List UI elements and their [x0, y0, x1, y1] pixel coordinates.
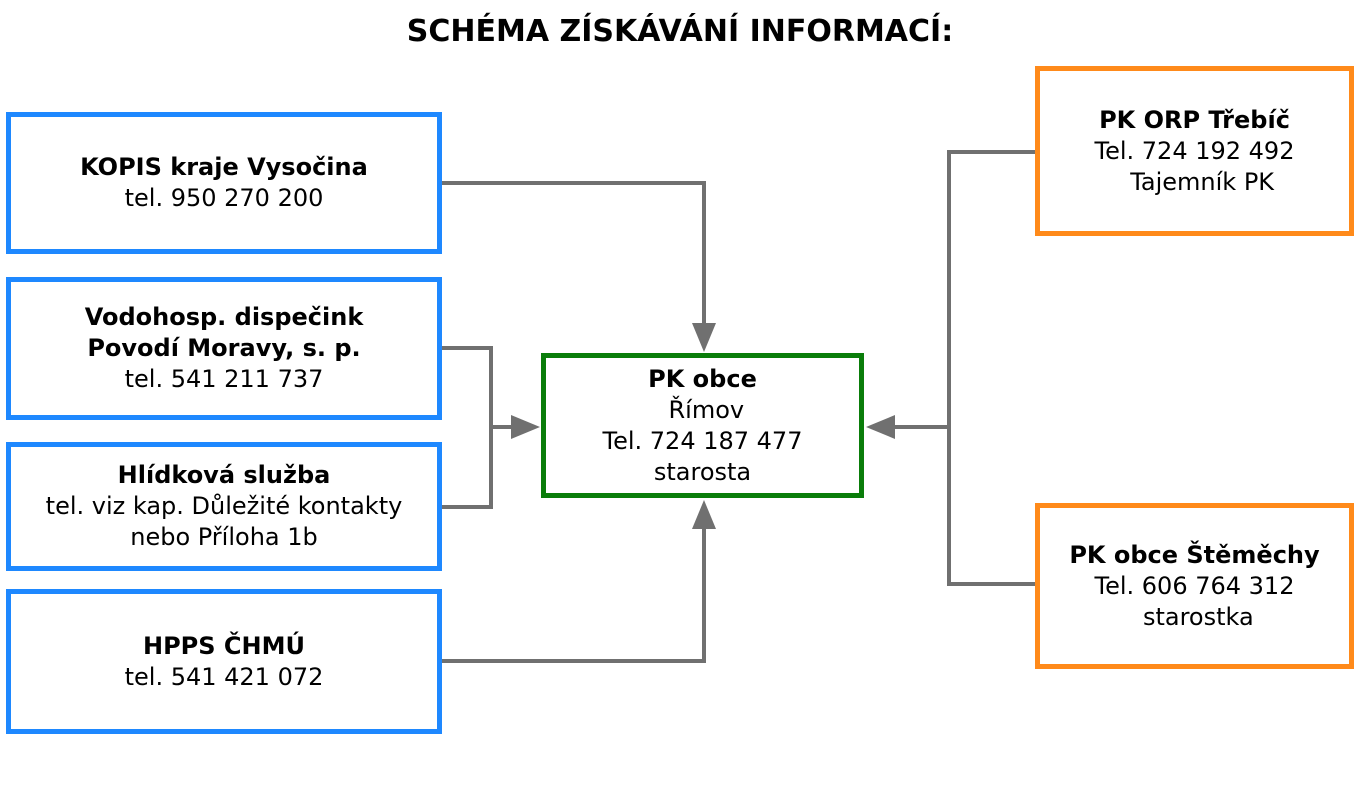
diagram-title: SCHÉMA ZÍSKÁVÁNÍ INFORMACÍ:: [406, 14, 954, 49]
node-hpps-name: HPPS ČHMÚ: [143, 631, 305, 660]
node-vodohosp-name-2: Povodí Moravy, s. p.: [87, 334, 361, 362]
node-hlidka-line-2: nebo Příloha 1b: [130, 523, 318, 551]
edge-hpps-to-center: [442, 526, 706, 663]
node-stemechy-name: PK obce Štěměchy: [1069, 540, 1320, 569]
node-vodohosp: Vodohosp. dispečink Povodí Moravy, s. p.…: [6, 277, 442, 420]
node-hpps-phone: tel. 541 421 072: [124, 662, 324, 691]
edge-vodohosp-to-center: [442, 346, 493, 509]
node-orp-name: PK ORP Třebíč: [1099, 105, 1290, 134]
arrowhead-bottom: [692, 500, 716, 529]
node-orp-role: Tajemník PK: [1114, 167, 1275, 196]
node-vodohosp-name-1: Vodohosp. dispečink: [84, 303, 364, 331]
node-kopis: KOPIS kraje Vysočina tel. 950 270 200: [6, 112, 442, 254]
arrowhead-right: [866, 415, 895, 439]
node-center-role: starosta: [653, 457, 752, 486]
node-center: PK obce Římov Tel. 724 187 477 starosta: [541, 353, 864, 498]
edge-kopis-to-center: [442, 181, 706, 326]
node-hlidka-name: Hlídková služba: [117, 461, 331, 489]
edge-orp-to-center: [947, 150, 1035, 586]
node-kopis-phone: tel. 950 270 200: [124, 184, 324, 212]
node-hlidka: Hlídková služba tel. viz kap. Důležité k…: [6, 442, 442, 571]
node-stemechy-role: starostka: [1135, 602, 1254, 631]
node-center-name-1: PK obce: [648, 364, 757, 393]
node-orp-phone: Tel. 724 192 492: [1094, 136, 1295, 165]
node-center-phone: Tel. 724 187 477: [602, 426, 803, 455]
node-hlidka-line-1: tel. viz kap. Důležité kontakty: [45, 492, 403, 520]
node-stemechy: PK obce Štěměchy Tel. 606 764 312 staros…: [1035, 503, 1354, 669]
arrowhead-top: [692, 323, 716, 352]
node-vodohosp-phone: tel. 541 211 737: [124, 365, 324, 393]
node-hpps: HPPS ČHMÚ tel. 541 421 072: [6, 589, 442, 734]
arrowhead-left: [511, 415, 540, 439]
node-stemechy-phone: Tel. 606 764 312: [1094, 571, 1295, 600]
node-center-name-2: Římov: [660, 395, 745, 424]
node-kopis-name: KOPIS kraje Vysočina: [80, 153, 368, 181]
node-orp: PK ORP Třebíč Tel. 724 192 492 Tajemník …: [1035, 66, 1354, 236]
